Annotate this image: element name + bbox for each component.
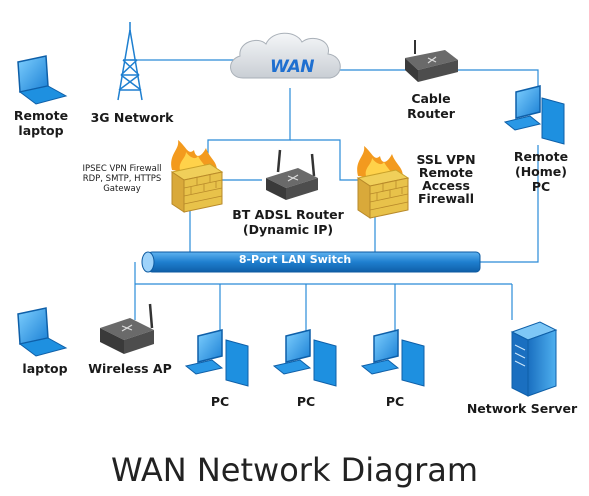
link-cable-router-remote-pc (455, 69, 539, 92)
bt-router-icon (266, 149, 318, 200)
remote-pc-icon (503, 85, 565, 145)
pc1-label: PC (210, 394, 230, 409)
remote-laptop-icon (17, 55, 68, 105)
lan-switch-label: 8-Port LAN Switch (238, 253, 352, 266)
pc2-label: PC (296, 394, 316, 409)
laptop-label: laptop (22, 361, 68, 376)
link-wan-bt-router (207, 88, 291, 172)
laptop-icon (17, 307, 68, 357)
pc2-icon (272, 329, 337, 387)
wireless-ap-icon (100, 303, 154, 354)
wireless-ap-label: Wireless AP (88, 361, 172, 376)
link-switch-remote-pc (480, 145, 539, 263)
firewall-left-icon (170, 140, 224, 213)
server-icon (510, 321, 558, 397)
pc1-icon (184, 329, 249, 387)
firewall-right-icon (356, 146, 410, 219)
pc3-icon (360, 329, 425, 387)
diagram-title: WAN Network Diagram (110, 451, 479, 489)
cable-router-icon (405, 40, 458, 82)
lan-switch-icon (141, 251, 481, 273)
remote-pc-label: Remote(Home)PC (513, 149, 569, 194)
3g-network-label: 3G Network (90, 110, 174, 125)
wan-cloud-label: WAN (269, 57, 315, 77)
tower-icon (117, 22, 143, 101)
network-server-label: Network Server (466, 401, 578, 416)
wan-cloud (230, 32, 341, 79)
link-bt-router-firewall-right (290, 139, 360, 181)
pc3-label: PC (385, 394, 405, 409)
bt-router-label: BT ADSL Router(Dynamic IP) (232, 207, 344, 237)
